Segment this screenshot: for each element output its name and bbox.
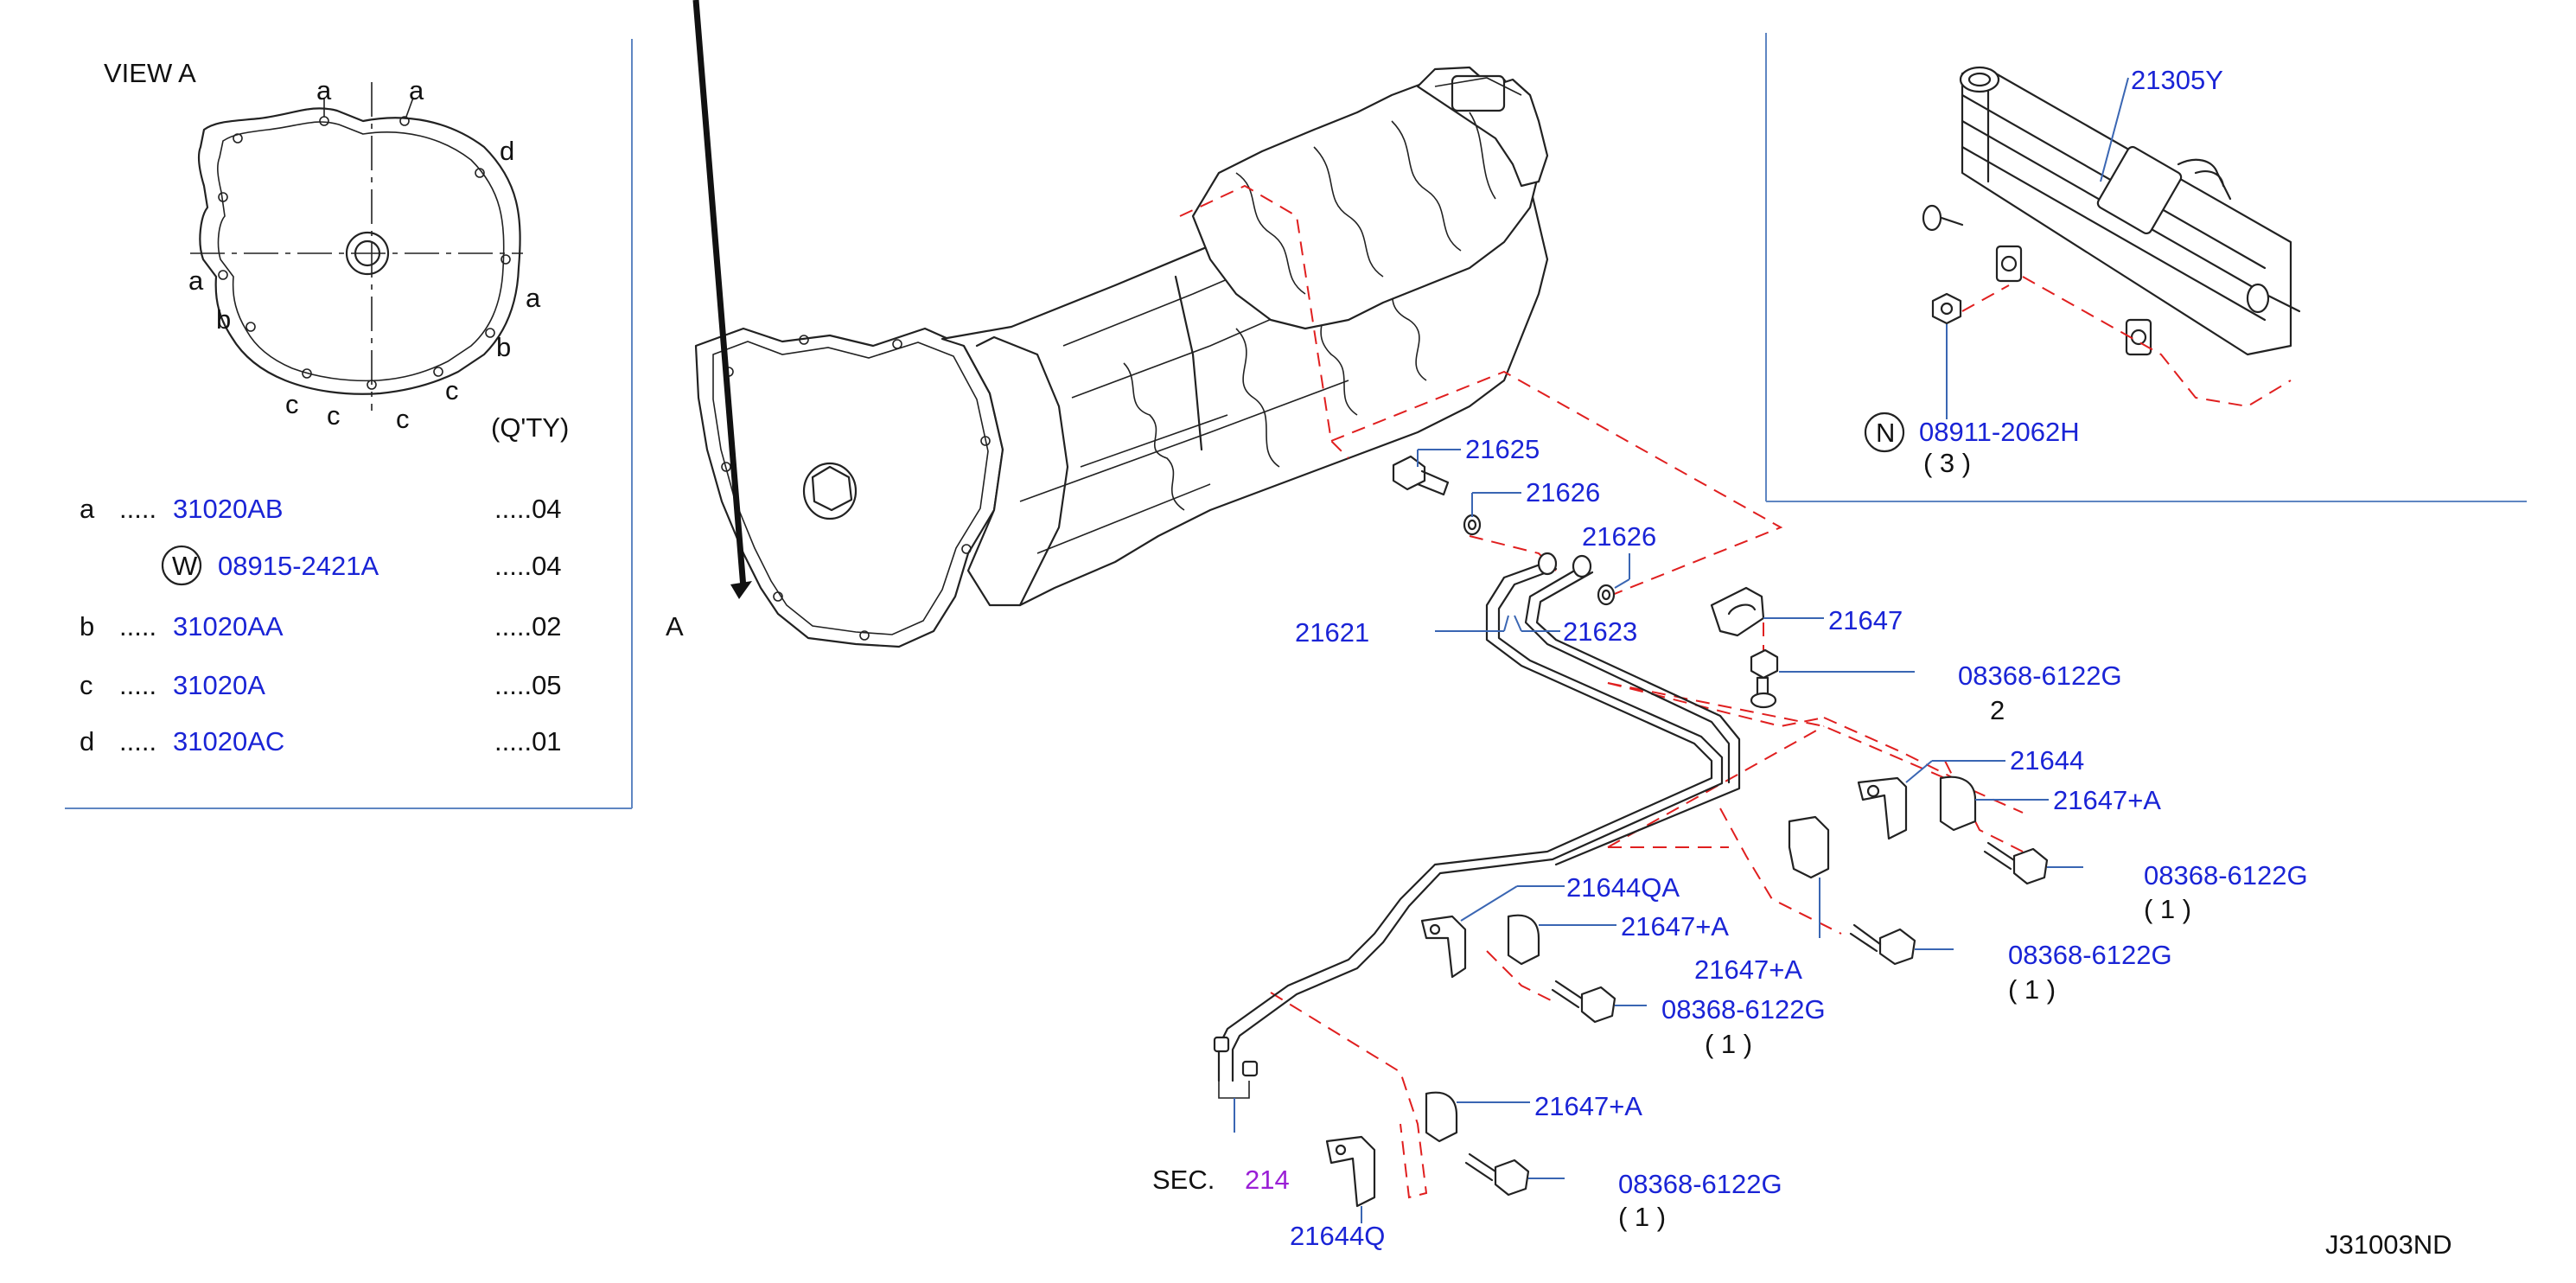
part-number-link[interactable]: 21644Q bbox=[1290, 1221, 1385, 1251]
washer-icon bbox=[1597, 584, 1616, 606]
circle-n-mark-icon bbox=[1864, 412, 1905, 453]
qty-label: ( 1 ) bbox=[2144, 894, 2191, 924]
legend-dots: ..... bbox=[119, 726, 156, 756]
legend-mark: W bbox=[172, 551, 198, 581]
legend-qty: .....01 bbox=[494, 726, 562, 756]
clip-icon bbox=[1939, 776, 1977, 832]
legend-row-d: d ..... 31020AC .....01 bbox=[80, 726, 562, 756]
qty-label: ( 3 ) bbox=[1923, 448, 1971, 478]
view-a-arrow: A bbox=[666, 0, 752, 642]
part-labels: 21625 21626 21626 21621 21623 21647 0836… bbox=[1152, 434, 2452, 1260]
view-a-panel: VIEW A bbox=[80, 58, 569, 756]
transmission-assembly bbox=[694, 66, 1549, 648]
legend-qty: .....05 bbox=[494, 670, 562, 700]
bolt-letter: a bbox=[409, 75, 424, 105]
section-link[interactable]: 214 bbox=[1245, 1165, 1290, 1195]
legend-row-b: b ..... 31020AA .....02 bbox=[80, 611, 562, 642]
part-number-link[interactable]: 08911-2062H bbox=[1919, 417, 2080, 447]
part-number-link[interactable]: 08368-6122G bbox=[1618, 1169, 1782, 1199]
bracket-icon bbox=[1857, 776, 1908, 840]
qty-label: ( 1 ) bbox=[1705, 1029, 1752, 1059]
view-a-legend: a ..... 31020AB .....04 W 08915-2421A ..… bbox=[80, 494, 562, 756]
bolt-letter: a bbox=[526, 283, 541, 313]
part-number-link[interactable]: 31020A bbox=[173, 670, 265, 700]
oil-cooler-assembly: 21305Y N 08911-2062H ( 3 ) bbox=[1864, 65, 2301, 478]
legend-row-c: c ..... 31020A .....05 bbox=[80, 670, 562, 700]
bell-housing-face bbox=[190, 82, 523, 411]
legend-qty: .....04 bbox=[494, 551, 562, 581]
legend-row-w: W 08915-2421A .....04 bbox=[161, 545, 562, 586]
diagram-code: J31003ND bbox=[2325, 1229, 2452, 1260]
part-number-link[interactable]: 21644QA bbox=[1566, 872, 1680, 903]
clip-icon bbox=[1425, 1091, 1458, 1143]
part-number-link[interactable]: 21644 bbox=[2010, 745, 2084, 776]
legend-dots: ..... bbox=[119, 670, 156, 700]
legend-qty: .....02 bbox=[494, 611, 562, 642]
part-number-link[interactable]: 21626 bbox=[1582, 521, 1656, 552]
bolt-letter: c bbox=[396, 404, 410, 434]
part-number-link[interactable]: 08915-2421A bbox=[218, 551, 379, 581]
bracket-icon bbox=[1420, 915, 1467, 979]
clip-icon bbox=[1788, 815, 1830, 879]
clip-icon bbox=[1507, 914, 1540, 966]
view-a-title: VIEW A bbox=[104, 58, 196, 88]
part-number-link[interactable]: 31020AB bbox=[173, 494, 284, 524]
cooler-mark: N bbox=[1876, 418, 1895, 448]
legend-key: c bbox=[80, 670, 93, 700]
bolt-holes bbox=[218, 116, 511, 390]
bracket-icon bbox=[1325, 1135, 1376, 1208]
qty-label: ( 1 ) bbox=[2008, 974, 2056, 1005]
part-number-link[interactable]: 21621 bbox=[1295, 617, 1369, 648]
section-prefix: SEC. bbox=[1152, 1165, 1215, 1195]
legend-key: b bbox=[80, 611, 94, 642]
part-number-link[interactable]: 31020AA bbox=[173, 611, 284, 642]
part-number-link[interactable]: 31020AC bbox=[173, 726, 284, 756]
bolt-letter: a bbox=[188, 265, 204, 296]
bolt-letter: c bbox=[327, 400, 341, 431]
part-number-link[interactable]: 21623 bbox=[1563, 616, 1637, 647]
bolt-icon bbox=[1750, 692, 1777, 709]
nut-icon bbox=[1931, 292, 1962, 325]
qty-header: (Q'TY) bbox=[491, 412, 569, 443]
legend-dots: ..... bbox=[119, 494, 156, 524]
bolt-letter: c bbox=[285, 389, 299, 419]
part-number-link[interactable]: 21625 bbox=[1465, 434, 1540, 464]
legend-key: a bbox=[80, 494, 95, 524]
bolt-letter: c bbox=[445, 375, 459, 405]
legend-row-a: a ..... 31020AB .....04 bbox=[80, 494, 562, 524]
legend-key: d bbox=[80, 726, 94, 756]
part-number-link[interactable]: 21647 bbox=[1828, 605, 1903, 635]
legend-qty: .....04 bbox=[494, 494, 562, 524]
cooler-tubes bbox=[1213, 552, 1741, 1133]
legend-dots: ..... bbox=[119, 611, 156, 642]
bolt-letter: b bbox=[496, 332, 511, 362]
fitting-parts bbox=[1325, 449, 2083, 1223]
bolt-letter: a bbox=[316, 75, 332, 105]
bolt-position-letters: a a d a a b b c c c c bbox=[188, 75, 541, 434]
arrow-a-label: A bbox=[666, 611, 684, 642]
view-a-frame bbox=[65, 39, 633, 809]
qty-label: ( 1 ) bbox=[1618, 1202, 1666, 1232]
clip-icon bbox=[1710, 586, 1765, 637]
bolt-letter: d bbox=[500, 136, 514, 166]
part-number-link[interactable]: 21647+A bbox=[2053, 785, 2161, 815]
part-number-link[interactable]: 08368-6122G bbox=[2144, 860, 2308, 890]
washer-icon bbox=[1463, 514, 1482, 536]
part-number-link[interactable]: 21647+A bbox=[1534, 1091, 1642, 1121]
arrow-a-icon bbox=[730, 581, 752, 599]
qty-label: 2 bbox=[1990, 695, 2005, 725]
part-number-link[interactable]: 21305Y bbox=[2131, 65, 2223, 95]
bolt-letter: b bbox=[216, 304, 231, 335]
cooler-frame bbox=[1765, 33, 2527, 502]
part-number-link[interactable]: 21626 bbox=[1526, 477, 1600, 507]
circle-w-mark-icon bbox=[161, 545, 202, 586]
part-number-link[interactable]: 08368-6122G bbox=[1958, 661, 2122, 691]
part-number-link[interactable]: 21647+A bbox=[1694, 954, 1802, 985]
part-number-link[interactable]: 08368-6122G bbox=[2008, 940, 2172, 970]
part-number-link[interactable]: 21647+A bbox=[1621, 911, 1729, 942]
part-number-link[interactable]: 08368-6122G bbox=[1661, 994, 1826, 1024]
